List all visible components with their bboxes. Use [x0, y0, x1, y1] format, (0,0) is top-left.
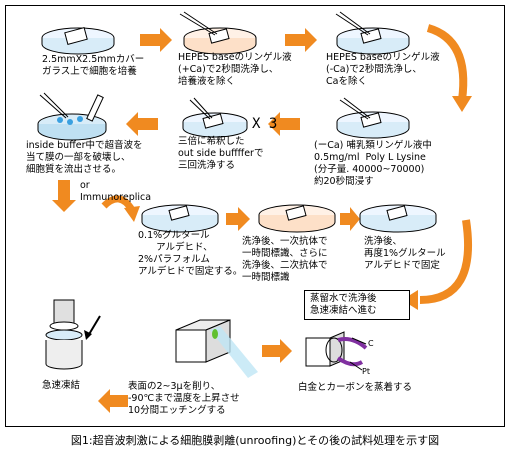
curve-arrow-3	[419, 219, 473, 304]
dish-8	[258, 204, 336, 233]
step-refix: 洗浄後、 再度1%グルタール アルデヒドで固定	[364, 236, 446, 271]
dish-4	[336, 97, 410, 139]
coating-block	[305, 331, 368, 371]
dish-1	[41, 27, 115, 55]
platinum-label: Pt	[362, 367, 370, 376]
dish-2	[179, 11, 257, 55]
step-fixation: 0.1%グルタール アルデヒド、 2%パラフォルム アルデヒドで固定する。	[138, 230, 243, 277]
step-wash-ca: HEPES baseのリンゲル液 (+Ca)で2秒間洗浄し、 培養液を除く	[178, 52, 292, 87]
step-culture: 2.5mmX2.5mmカバー ガラス上で細胞を培養	[42, 54, 145, 77]
step-rinse-box: 蒸留水で洗浄後 急速凍結へ進む	[304, 290, 410, 320]
dish-9	[359, 204, 437, 233]
or-label: or	[80, 180, 90, 191]
step-etching: 表面の2~3μを削り、 -90℃まで温度を上昇させ 10分間エッチングする	[128, 381, 240, 416]
figure-caption: 図1:超音波刺激による細胞膜剥離(unroofing)とその後の試料処理を示す図	[70, 434, 440, 447]
figure-frame	[5, 5, 505, 427]
dish-6-sonication	[37, 92, 107, 141]
step-quick-freeze: 急速凍結	[42, 380, 81, 391]
curve-arrow-2	[101, 195, 136, 212]
freezing-apparatus	[45, 299, 101, 370]
step-coating: 白金とカーボンを蒸着する	[298, 382, 413, 393]
curve-arrow-1	[426, 24, 468, 101]
flow-arrows	[52, 28, 360, 413]
step-poly-lysine: (ーCa) 哺乳類リンゲル液中 0.5mg/ml Poly L Lysine (…	[314, 140, 432, 187]
repeat-x3: X 3	[252, 116, 278, 132]
fracture-block	[175, 319, 258, 378]
step-dilute-wash: 三倍に希釈した out side bufffferで 三回洗浄する	[178, 136, 264, 171]
step-antibody: 洗浄後、一次抗体で 一時間標識、さらに 洗浄後、二次抗体で 一時間標識	[242, 236, 328, 283]
step-wash-no-ca: HEPES baseのリンゲル液 (-Ca)で2秒間洗浄し、 Caを除く	[326, 52, 440, 87]
dish-7	[141, 204, 219, 233]
dish-5	[182, 97, 248, 138]
dish-3	[335, 11, 410, 55]
immunoreplica-label: Immunoreplica	[80, 192, 152, 203]
step-sonication: inside buffer中で超音波を 当て膜の一部を破壊し、 細胞質を流出させ…	[26, 140, 143, 175]
carbon-label: C	[368, 339, 374, 348]
